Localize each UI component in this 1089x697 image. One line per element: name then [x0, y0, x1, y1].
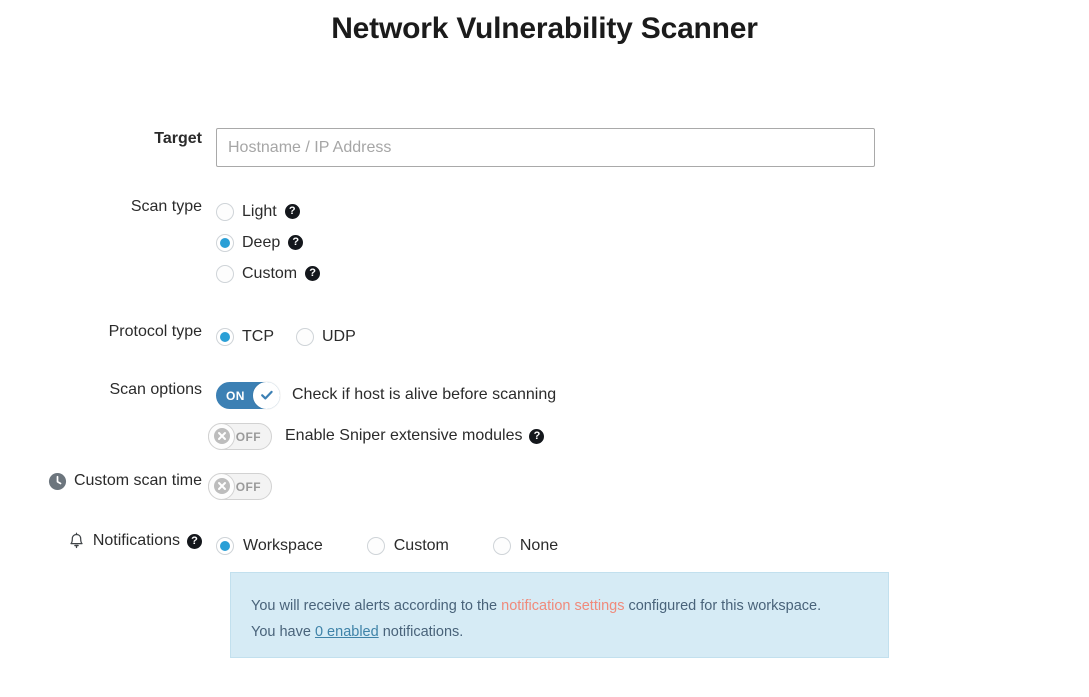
help-icon-sniper-modules[interactable]: ? [529, 428, 545, 444]
radio-notifications-none-label: None [519, 536, 559, 554]
toggle-sniper-modules[interactable]: OFF [208, 422, 272, 450]
target-field [216, 128, 1089, 167]
scan-type-label: Scan type [130, 198, 202, 215]
scan-options-list: ON Check if host is alive before scannin… [208, 379, 1089, 452]
help-icon-deep[interactable]: ? [288, 235, 304, 250]
close-icon [213, 478, 230, 494]
scan-option-host-alive-text: Check if host is alive before scanning [292, 386, 557, 403]
scan-type-row: Scan type Light ? Deep ? Custom ? [0, 196, 1089, 289]
scan-options-row: Scan options ON Check if host is alive b… [0, 379, 1089, 452]
radio-tcp-label: TCP [242, 327, 274, 345]
radio-light[interactable] [216, 202, 234, 221]
radio-notifications-none[interactable] [492, 536, 511, 555]
target-input[interactable] [216, 128, 875, 167]
toggle-knob [208, 472, 235, 500]
protocol-type-label: Protocol type [108, 323, 202, 340]
custom-scan-time-field: OFF [208, 470, 1089, 502]
notifications-label: Notifications [92, 532, 180, 549]
target-row: Target [0, 128, 1089, 167]
scan-type-options: Light ? Deep ? Custom ? [216, 196, 1089, 289]
close-icon [213, 428, 230, 444]
info-line-2: You have 0 enabled notifications. [251, 619, 868, 645]
radio-workspace-label: Workspace [243, 536, 323, 554]
check-icon [260, 390, 273, 400]
notifications-label-group: Notifications ? [0, 530, 216, 552]
radio-deep-label: Deep [242, 233, 281, 251]
info-line-1-part-1: You will receive alerts according to the [251, 598, 502, 614]
info-line-1-part-2: configured for this workspace. [624, 598, 822, 614]
help-icon-light[interactable]: ? [284, 204, 300, 219]
info-line-2-part-1: You have [251, 624, 315, 640]
toggle-state-off: OFF [235, 429, 261, 444]
scan-option-sniper-text: Enable Sniper extensive modules [285, 427, 523, 444]
toggle-state-off: OFF [235, 479, 261, 494]
radio-custom-label: Custom [242, 264, 298, 282]
radio-udp-label: UDP [322, 327, 356, 345]
toggle-check-host-alive[interactable]: ON [216, 381, 280, 409]
custom-scan-time-label-group: Custom scan time [0, 470, 216, 492]
radio-option-light[interactable]: Light ? [216, 196, 1089, 227]
target-label: Target [154, 130, 202, 147]
radio-tcp[interactable] [216, 327, 234, 346]
radio-light-label: Light [242, 202, 277, 220]
notifications-options: Workspace Custom None [216, 530, 1089, 561]
protocol-type-options: TCP UDP [216, 321, 1089, 352]
radio-option-custom[interactable]: Custom ? [216, 258, 1089, 289]
page-title: Network Vulnerability Scanner [331, 12, 758, 45]
scan-option-sniper-modules: OFF Enable Sniper extensive modules ? [208, 420, 1089, 452]
custom-scan-time-row: Custom scan time OFF [0, 470, 1089, 502]
enabled-notifications-link[interactable]: 0 enabled [314, 624, 379, 640]
help-icon-custom[interactable]: ? [305, 266, 321, 281]
scan-option-host-alive: ON Check if host is alive before scannin… [216, 379, 1089, 411]
toggle-custom-scan-time[interactable]: OFF [208, 472, 272, 500]
toggle-knob [253, 381, 280, 409]
radio-udp[interactable] [296, 327, 314, 346]
notification-settings-link[interactable]: notification settings [501, 598, 625, 614]
radio-option-deep[interactable]: Deep ? [216, 227, 1089, 258]
toggle-knob [208, 422, 235, 450]
radio-custom[interactable] [216, 264, 234, 283]
help-icon-notifications[interactable]: ? [187, 533, 202, 549]
info-line-1: You will receive alerts according to the… [251, 593, 868, 619]
radio-notifications-custom-label: Custom [393, 536, 449, 554]
bell-icon [70, 532, 83, 548]
toggle-state-on: ON [226, 388, 245, 403]
radio-notifications-workspace[interactable] [216, 536, 234, 555]
clock-icon [48, 472, 67, 490]
notifications-row: Notifications ? Workspace Custom None [0, 530, 1089, 561]
protocol-type-row: Protocol type TCP UDP [0, 321, 1089, 352]
custom-scan-time-label: Custom scan time [73, 472, 202, 489]
radio-notifications-custom[interactable] [366, 536, 385, 555]
notifications-info-box: You will receive alerts according to the… [230, 572, 889, 658]
radio-deep[interactable] [216, 233, 234, 252]
scan-options-label: Scan options [109, 381, 202, 398]
info-line-2-part-2: notifications. [378, 624, 464, 640]
